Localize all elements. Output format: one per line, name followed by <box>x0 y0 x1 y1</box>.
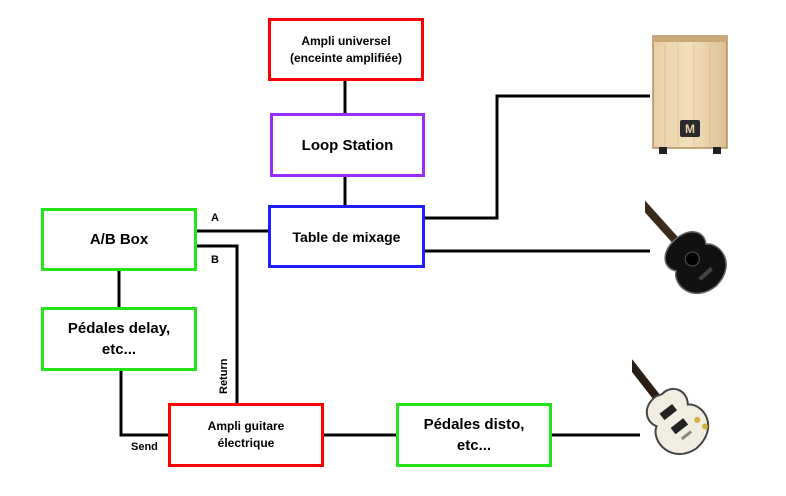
cajon-logo: M <box>685 122 695 136</box>
pedales-disto-box: Pédales disto, etc... <box>396 403 552 467</box>
ampli-universel-box: Ampli universel (enceinte amplifiée) <box>268 18 424 81</box>
cajon-icon: M <box>652 35 728 154</box>
ab-box: A/B Box <box>41 208 197 271</box>
edge-label-b: B <box>211 254 219 266</box>
table-de-mixage-box: Table de mixage <box>268 205 425 268</box>
edge-label-send: Send <box>131 441 158 453</box>
ampli-guitare-box: Ampli guitare électrique <box>168 403 324 467</box>
line-delay-send <box>119 371 168 437</box>
pedales-delay-box: Pédales delay, etc... <box>41 307 197 371</box>
line-ab-return-b <box>197 244 239 404</box>
line-table-cajon <box>424 94 650 220</box>
edge-label-return: Return <box>218 358 230 394</box>
loop-station-box: Loop Station <box>270 113 425 177</box>
acoustic-guitar-icon <box>645 184 727 295</box>
edge-label-a: A <box>211 212 219 224</box>
electric-guitar-icon <box>632 332 710 456</box>
